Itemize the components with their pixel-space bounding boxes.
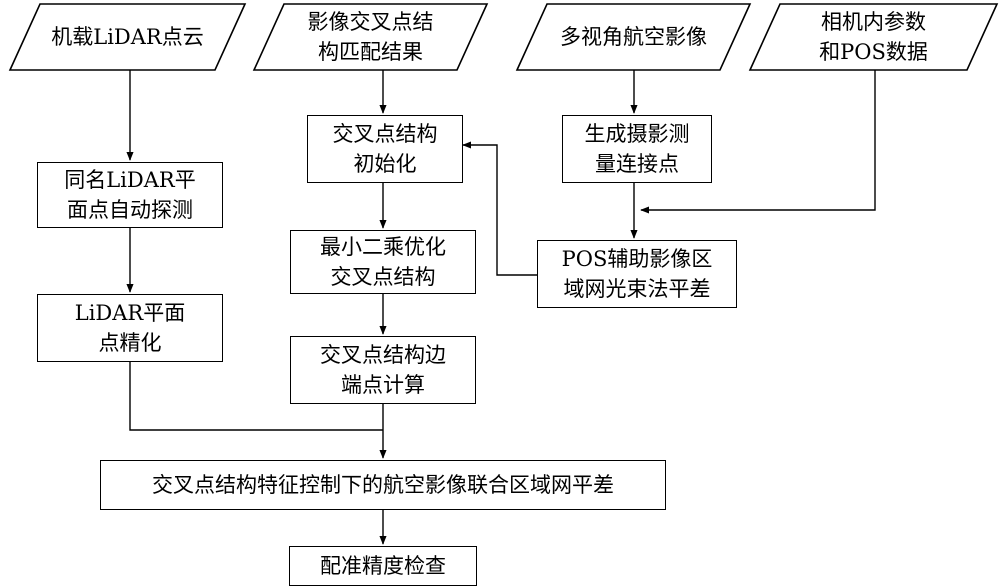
arrow-refine-to-merge — [129, 362, 383, 431]
step-pos-bundle: POS辅助影像区 域网光束法平差 — [537, 240, 737, 308]
input-aerial-images-shape — [515, 3, 752, 71]
step-plane-refine: LiDAR平面 点精化 — [37, 294, 223, 362]
input-match-result-shape — [252, 3, 489, 71]
input-camera-params: 相机内参数 和POS数据 — [819, 10, 928, 64]
input-aerial-images: 多视角航空影像 — [560, 25, 707, 49]
input-match-result: 影像交叉点结 构匹配结果 — [307, 10, 434, 64]
step-joint-adjust: 交叉点结构特征控制下的航空影像联合区域网平差 — [100, 460, 666, 510]
step-endpoint-calc: 交叉点结构边 端点计算 — [290, 336, 476, 404]
step-plane-detect: 同名LiDAR平 面点自动探测 — [37, 162, 223, 228]
step-cross-init: 交叉点结构 初始化 — [307, 115, 463, 183]
arrow-camera-to-bundle — [640, 70, 876, 214]
input-lidar-cloud-shape — [8, 3, 247, 71]
input-lidar-cloud: 机载LiDAR点云 — [51, 25, 204, 49]
arrow-bundle-to-init — [462, 141, 537, 276]
step-tie-points: 生成摄影测 量连接点 — [562, 115, 712, 183]
step-accuracy-check: 配准精度检查 — [289, 546, 477, 586]
input-camera-params-shape — [748, 3, 999, 71]
step-least-squares: 最小二乘优化 交叉点结构 — [290, 230, 476, 294]
